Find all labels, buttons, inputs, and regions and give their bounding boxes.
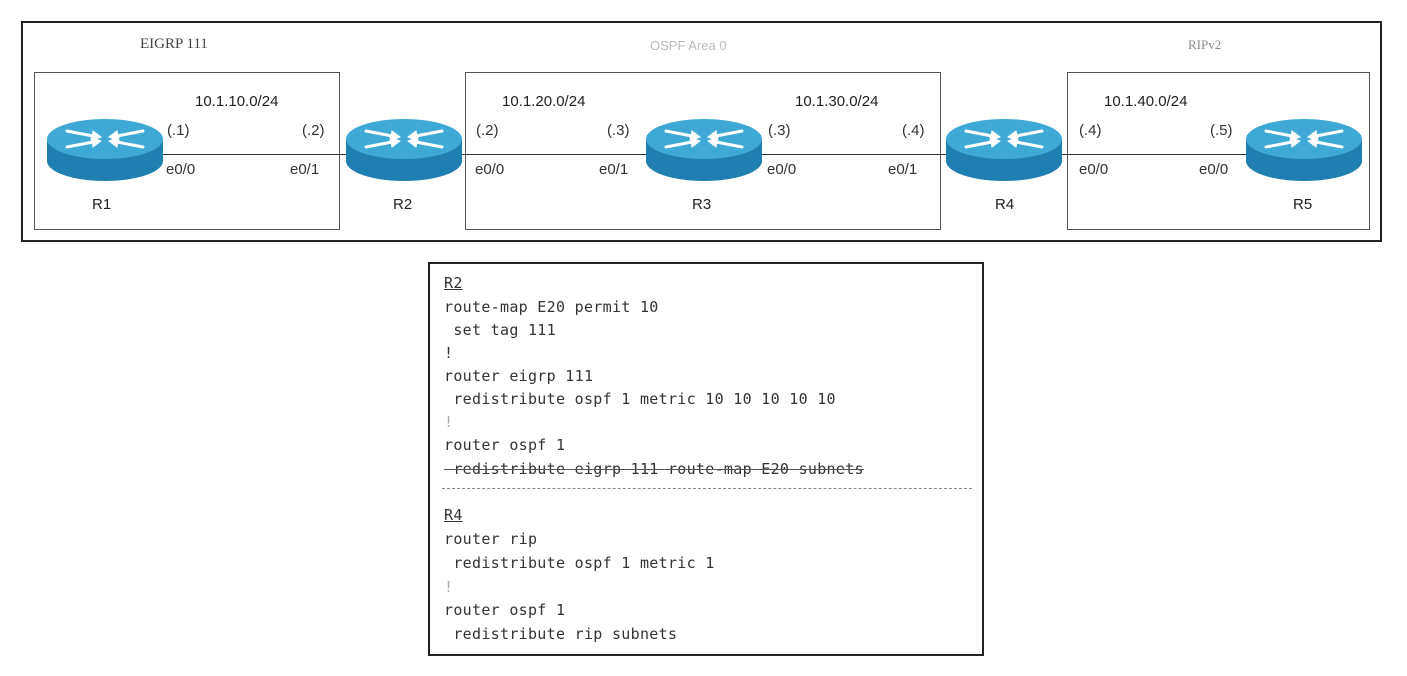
host-address-label: (.4): [902, 122, 925, 139]
subnet-label: 10.1.20.0/24: [502, 93, 586, 110]
router-r1-icon[interactable]: [45, 117, 165, 183]
config-panel: R2 route-map E20 permit 10 set tag 111 !…: [428, 262, 984, 656]
router-r2-icon[interactable]: [344, 117, 464, 183]
config-line: !: [444, 413, 454, 431]
host-address-label: (.1): [167, 122, 190, 139]
interface-label: e0/1: [888, 161, 918, 178]
interface-label: e0/0: [166, 161, 196, 178]
eigrp-domain-box: [34, 72, 340, 230]
host-address-label: (.3): [607, 122, 630, 139]
config-line: redistribute eigrp 111 route-map E20 sub…: [444, 460, 864, 478]
router-r5-icon[interactable]: [1244, 117, 1364, 183]
config-line: router ospf 1: [444, 601, 566, 619]
router-r4-icon[interactable]: [944, 117, 1064, 183]
host-address-label: (.3): [768, 122, 791, 139]
config-heading-r4: R4: [444, 506, 463, 524]
config-line: redistribute ospf 1 metric 10 10 10 10 1…: [444, 390, 836, 408]
config-line: !: [444, 578, 454, 596]
subnet-label: 10.1.30.0/24: [795, 93, 879, 110]
section-divider: [442, 488, 972, 489]
eigrp-domain-label: EIGRP 111: [140, 36, 208, 52]
config-line: router rip: [444, 530, 538, 548]
config-heading-r2: R2: [444, 274, 463, 292]
router-name: R2: [393, 196, 413, 213]
router-name: R5: [1293, 196, 1313, 213]
config-line: redistribute rip subnets: [444, 625, 678, 643]
host-address-label: (.2): [302, 122, 325, 139]
ospf-domain-label: OSPF Area 0: [650, 38, 727, 53]
rip-domain-label: RIPv2: [1188, 37, 1222, 52]
host-address-label: (.5): [1210, 122, 1233, 139]
config-line: route-map E20 permit 10: [444, 298, 659, 316]
config-line: router ospf 1: [444, 436, 566, 454]
router-r3-icon[interactable]: [644, 117, 764, 183]
config-line: set tag 111: [444, 321, 556, 339]
ospf-domain-box: [465, 72, 941, 230]
link-r3-r4: [755, 154, 950, 155]
router-name: R1: [92, 196, 112, 213]
network-diagram: [21, 21, 1382, 242]
config-line: router eigrp 111: [444, 367, 594, 385]
rip-domain-box: [1067, 72, 1370, 230]
interface-label: e0/1: [599, 161, 629, 178]
link-r4-r5: [1055, 154, 1255, 155]
router-name: R3: [692, 196, 712, 213]
config-line: redistribute ospf 1 metric 1: [444, 554, 715, 572]
link-r1-r2: [150, 154, 350, 155]
subnet-label: 10.1.10.0/24: [195, 93, 279, 110]
interface-label: e0/0: [1199, 161, 1229, 178]
router-name: R4: [995, 196, 1015, 213]
subnet-label: 10.1.40.0/24: [1104, 93, 1188, 110]
host-address-label: (.2): [476, 122, 499, 139]
link-r2-r3: [455, 154, 650, 155]
interface-label: e0/0: [767, 161, 797, 178]
interface-label: e0/0: [475, 161, 505, 178]
interface-label: e0/1: [290, 161, 320, 178]
config-line: !: [444, 344, 454, 362]
host-address-label: (.4): [1079, 122, 1102, 139]
interface-label: e0/0: [1079, 161, 1109, 178]
